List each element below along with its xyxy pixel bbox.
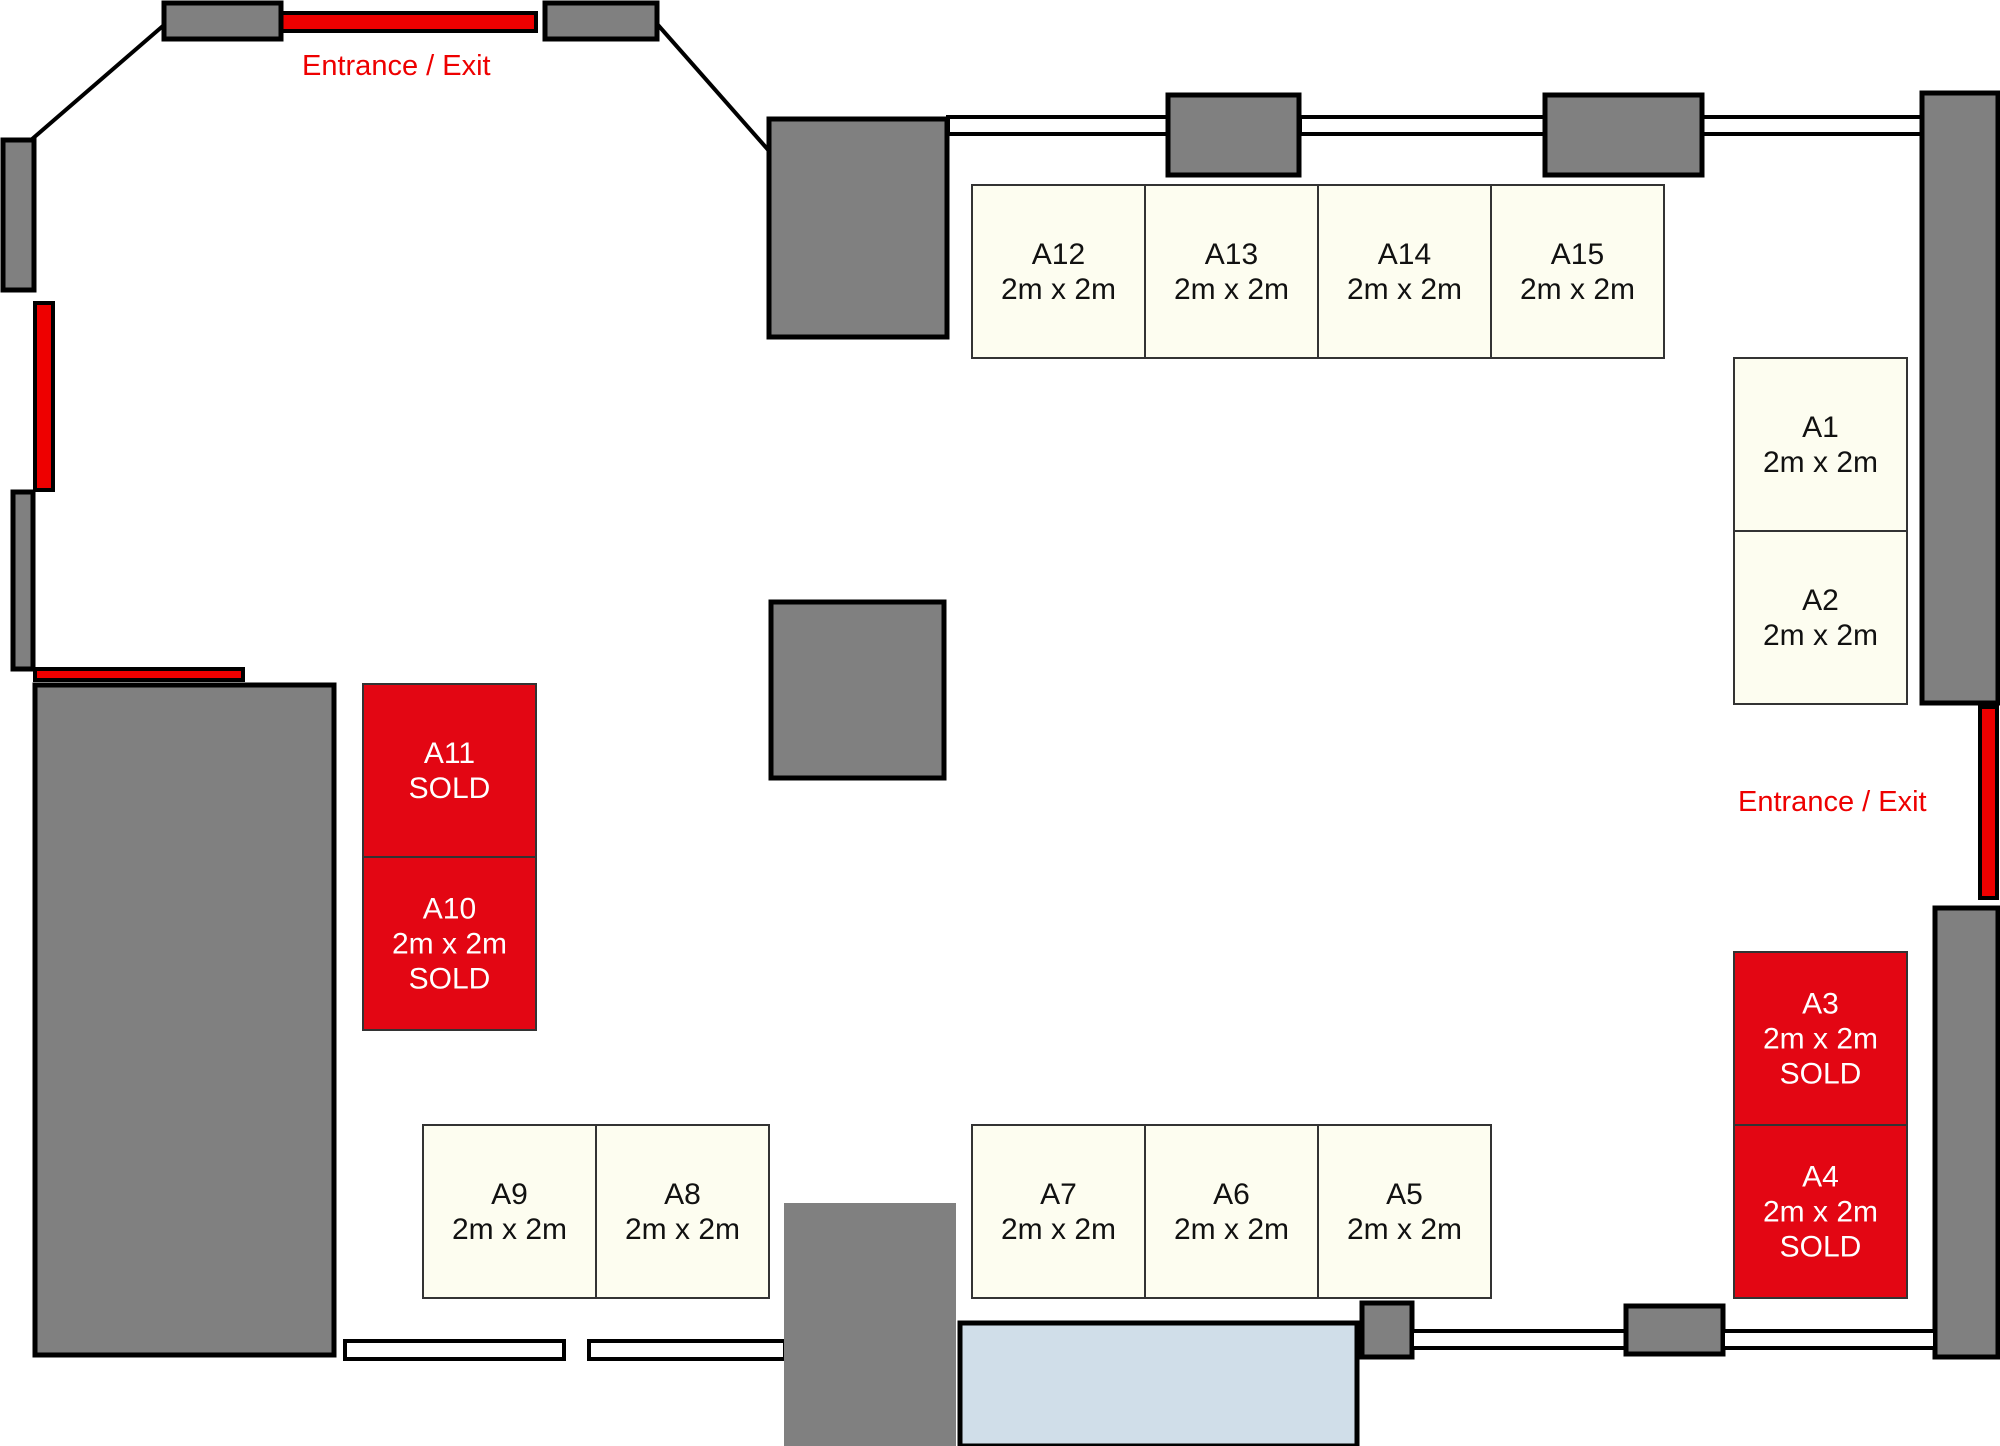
pillar-top-a	[1165, 92, 1302, 178]
pillar-top-left	[161, 0, 284, 42]
booth-box[interactable]	[1144, 1124, 1319, 1299]
booth-box[interactable]	[971, 1124, 1146, 1299]
counter-bottom	[957, 1320, 1360, 1446]
booth-status: SOLD	[1780, 1058, 1862, 1091]
booth-label: A10	[423, 893, 476, 926]
booth-status: SOLD	[1780, 1231, 1862, 1264]
booth-box[interactable]	[595, 1124, 770, 1299]
booth-label: A6	[1213, 1178, 1250, 1211]
pillar-bottom-right	[1623, 1303, 1726, 1357]
window-top-3	[1700, 115, 1924, 136]
wall-diagonal-right	[656, 23, 772, 154]
booth-box[interactable]	[971, 184, 1146, 359]
pillar-left-block	[32, 682, 337, 1358]
booth-label: A9	[491, 1178, 528, 1211]
window-bottom-4	[1721, 1329, 1937, 1350]
booth-box[interactable]	[422, 1124, 597, 1299]
window-bottom-2	[587, 1339, 787, 1361]
wall-diagonal-left	[29, 23, 166, 142]
door-right[interactable]	[1978, 705, 1999, 900]
booth-label: A12	[1032, 238, 1085, 271]
booth-size: 2m x 2m	[1763, 446, 1878, 479]
booth-box[interactable]	[1317, 1124, 1492, 1299]
booth-label: A15	[1551, 238, 1604, 271]
booth-size: 2m x 2m	[1763, 1023, 1878, 1056]
booth-label: A3	[1802, 988, 1839, 1021]
pillar-top-right	[542, 0, 660, 42]
pillar-right-lower	[1932, 905, 2000, 1360]
booth-box[interactable]	[1733, 530, 1908, 705]
booth-size: 2m x 2m	[392, 928, 507, 961]
booth-label: A1	[1802, 411, 1839, 444]
pillar-center	[768, 599, 947, 781]
pillar-top-block	[766, 116, 950, 340]
pillar-bottom-column	[784, 1203, 956, 1446]
booth-label: A14	[1378, 238, 1431, 271]
booth-size: 2m x 2m	[1347, 1213, 1462, 1246]
entrance-label-right: Entrance / Exit	[1738, 786, 1927, 818]
window-bottom-1	[343, 1339, 566, 1361]
booth-box[interactable]	[1733, 951, 1908, 1126]
window-top-2	[1298, 115, 1547, 136]
booth-label: A7	[1040, 1178, 1077, 1211]
booth-size: 2m x 2m	[625, 1213, 740, 1246]
booth-size: 2m x 2m	[1347, 273, 1462, 306]
booth-size: 2m x 2m	[452, 1213, 567, 1246]
booth-size: 2m x 2m	[1763, 1196, 1878, 1229]
booth-label: A8	[664, 1178, 701, 1211]
window-bottom-3	[1410, 1329, 1628, 1350]
pillar-left-upper	[0, 137, 37, 293]
booth-label: A5	[1386, 1178, 1423, 1211]
booth-status: SOLD	[409, 963, 491, 996]
pillar-right-upper	[1919, 90, 2000, 706]
pillar-top-b	[1542, 92, 1705, 178]
booth-label: A4	[1802, 1161, 1839, 1194]
booth-status: SOLD	[409, 772, 491, 805]
booth-box[interactable]	[362, 856, 537, 1031]
booth-size: 2m x 2m	[1763, 619, 1878, 652]
booth-size: 2m x 2m	[1174, 273, 1289, 306]
booth-size: 2m x 2m	[1174, 1213, 1289, 1246]
booth-box[interactable]	[1490, 184, 1665, 359]
booth-box[interactable]	[1733, 1124, 1908, 1299]
door-left[interactable]	[33, 301, 55, 492]
door-top[interactable]	[279, 11, 538, 33]
booth-size: 2m x 2m	[1520, 273, 1635, 306]
booth-size: 2m x 2m	[1001, 273, 1116, 306]
pillar-bottom-small	[1359, 1300, 1415, 1360]
booth-box[interactable]	[1317, 184, 1492, 359]
booth-label: A2	[1802, 584, 1839, 617]
entrance-label-top: Entrance / Exit	[302, 50, 491, 82]
booth-box[interactable]	[362, 683, 537, 858]
booth-box[interactable]	[1733, 357, 1908, 532]
booth-size: 2m x 2m	[1001, 1213, 1116, 1246]
booth-label: A13	[1205, 238, 1258, 271]
window-top-1	[946, 115, 1170, 136]
pillar-left-mid	[10, 489, 36, 672]
booth-label: A11	[424, 737, 475, 770]
door-left-lower[interactable]	[33, 667, 245, 682]
booth-box[interactable]	[1144, 184, 1319, 359]
